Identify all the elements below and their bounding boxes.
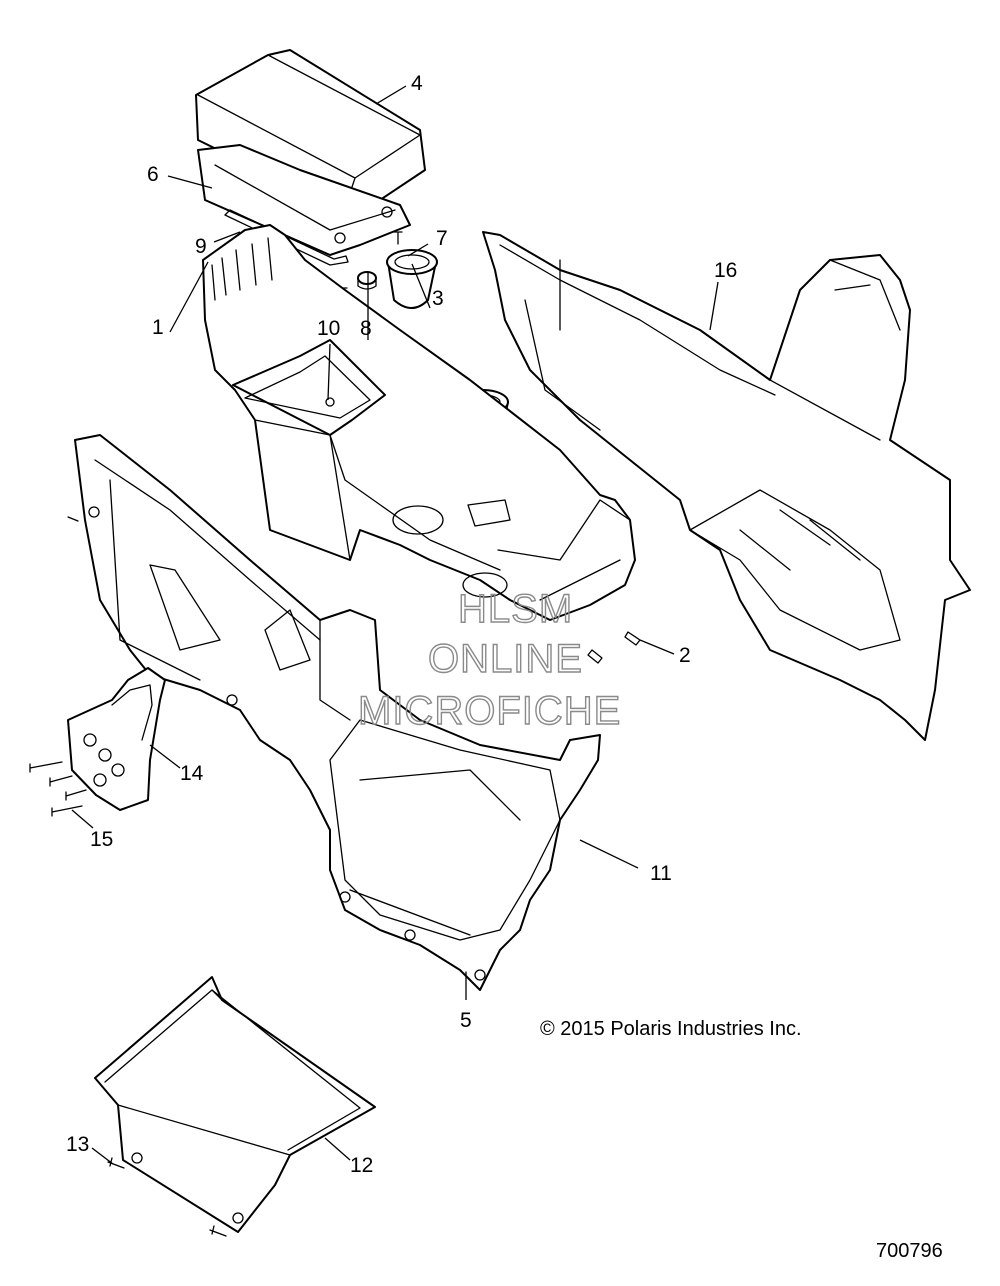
part-2-fastener: [587, 631, 641, 664]
watermark-line-2: ONLINE: [428, 637, 583, 681]
callout-6: 6: [147, 163, 159, 186]
callout-9: 9: [195, 235, 207, 258]
callout-13: 13: [66, 1133, 89, 1156]
callout-8: 8: [360, 317, 372, 340]
part-15-bolts: [29, 761, 87, 817]
copyright-notice: © 2015 Polaris Industries Inc.: [540, 1018, 802, 1040]
part-11-left-side-panel: [67, 434, 601, 991]
watermark-line-1: HLSM: [458, 587, 573, 631]
callout-11: 11: [650, 862, 672, 885]
watermark: HLSM ONLINE MICROFICHE: [357, 586, 621, 733]
part-3-cupholder: [386, 249, 438, 309]
watermark-line-3: MICROFICHE: [358, 689, 621, 733]
part-9-seal: [224, 209, 349, 266]
callout-2: 2: [679, 644, 691, 667]
leader-lines: [71, 85, 719, 1165]
callout-labels: 1 2 3 4 5 6 7 8 9 10 11 12 13 14 15 16: [66, 72, 737, 1177]
part-12-skid-panel: [94, 976, 376, 1233]
callout-4: 4: [411, 72, 423, 95]
callout-14: 14: [180, 762, 204, 785]
part-8-plug: [357, 271, 377, 290]
part-1-center-console: [202, 224, 636, 621]
callout-16: 16: [714, 259, 737, 282]
callout-5: 5: [460, 1009, 472, 1032]
callout-10: 10: [317, 317, 340, 340]
callout-7: 7: [436, 227, 448, 250]
figure-number: 700796: [876, 1240, 943, 1262]
callout-3: 3: [432, 287, 444, 310]
part-16-right-side-panel: [482, 231, 971, 741]
part-14-grab-handle: [67, 667, 166, 811]
callout-15: 15: [90, 828, 113, 851]
callout-1: 1: [152, 316, 164, 339]
callout-12: 12: [350, 1154, 373, 1177]
